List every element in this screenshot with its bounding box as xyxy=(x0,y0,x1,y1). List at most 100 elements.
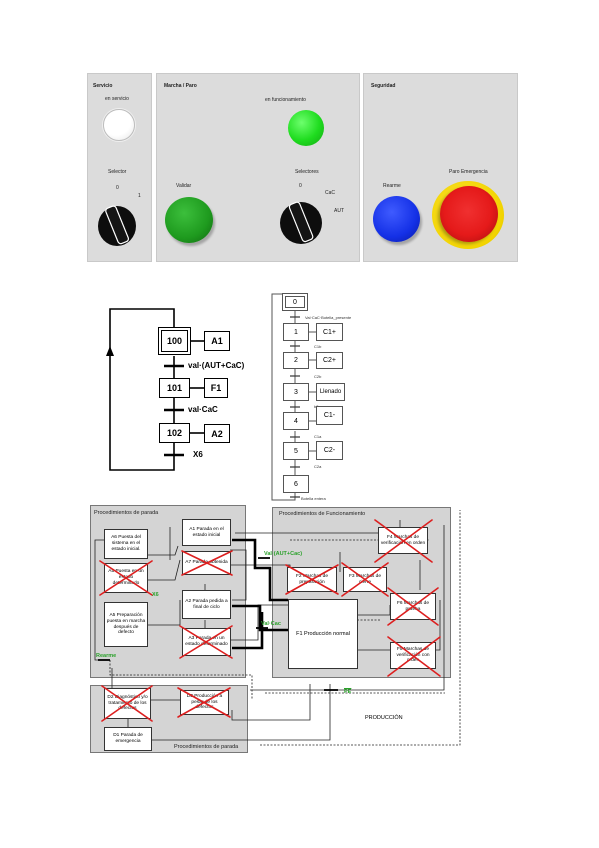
right-step-6-label: 6 xyxy=(294,480,298,488)
gemma-a2-text: A2 Parada pedida a final de ciclo xyxy=(185,598,228,610)
right-step-5-label: 5 xyxy=(294,447,298,455)
gemma-a1-text: A1 Parada en el estado inicial xyxy=(189,526,224,538)
gemma-f4-text: F4 Marchas de verificación en orden xyxy=(380,534,426,546)
grafcet-right-step-3: 3 xyxy=(283,383,309,401)
action-a1-label: A1 xyxy=(211,336,223,346)
right-transition-2: C2b xyxy=(314,374,322,379)
right-action-3-label: Llenado xyxy=(319,389,342,395)
right-action-c1-plus: C1+ xyxy=(316,323,343,341)
condition-pe: PE xyxy=(344,689,352,695)
paro-emergencia-label: Paro Emergencia xyxy=(449,169,488,175)
gemma-a3-text: A3 Parada en un estado determinado xyxy=(185,636,228,647)
right-transition-4: C1a xyxy=(314,434,322,439)
right-action-c2-plus: C2+ xyxy=(316,352,343,369)
right-transition-0: Val·CaC·Botella_presente xyxy=(305,315,352,320)
servicio-title: Servicio xyxy=(93,83,113,89)
zone-funcionamiento-title: Procedimientos de Funcionamiento xyxy=(279,511,366,517)
transition-3-condition: X6 xyxy=(193,450,203,459)
action-a1: A1 xyxy=(204,331,230,351)
selector-pos-1: 1 xyxy=(138,193,141,199)
grafcet-left-lines xyxy=(106,308,204,471)
gemma-a5-text: A5 Preparación puesta en marcha después … xyxy=(106,613,146,636)
gemma-a6-text: A6 Puesta del sistema en el estado inici… xyxy=(111,535,141,552)
validar-label: Validar xyxy=(176,183,192,189)
right-transition-5: C2a xyxy=(314,464,322,469)
grafcet-right-step-6: 6 xyxy=(283,475,309,493)
rearme-button[interactable] xyxy=(373,196,420,242)
transition-1-condition: val·(AUT+CaC) xyxy=(188,361,245,370)
selectores-pos-aut: AUT xyxy=(334,208,344,214)
grafcet-right-step-1: 1 xyxy=(283,323,309,341)
produccion-label: PRODUCCIÓN xyxy=(365,715,403,721)
condition-x6: X6 xyxy=(152,592,159,598)
gemma-box-f2: F2 Marchas de preparación xyxy=(287,567,337,592)
emergency-stop-cap xyxy=(440,186,498,242)
right-step-1-label: 1 xyxy=(294,328,298,336)
right-step-0-label: 0 xyxy=(293,298,297,306)
gemma-box-a2: A2 Parada pedida a final de ciclo xyxy=(182,590,231,619)
grafcet-right-step-5: 5 xyxy=(283,442,309,460)
grafcet-right-step-4: 4 xyxy=(283,412,309,430)
gemma-box-a6: A6 Puesta del sistema en el estado inici… xyxy=(104,529,148,559)
right-action-1-label: C1+ xyxy=(322,328,337,336)
en-servicio-lamp xyxy=(103,109,135,141)
step-101-label: 101 xyxy=(166,383,183,393)
grafcet-right-step-2: 2 xyxy=(283,352,309,369)
en-servicio-label: en servicio xyxy=(105,96,129,102)
condition-val-aut-cac: Val·(AUT+Cac) xyxy=(264,551,303,557)
en-funcionamiento-lamp xyxy=(288,110,324,146)
action-a2: A2 xyxy=(204,424,230,443)
seguridad-panel: Seguridad Rearme Paro Emergencia xyxy=(363,73,518,262)
right-action-5-label: C2- xyxy=(323,447,336,454)
step-100-label: 100 xyxy=(166,336,183,346)
step-102-label: 102 xyxy=(166,428,183,438)
gemma-box-a1: A1 Parada en el estado inicial xyxy=(182,519,231,546)
gemma-box-f1: F1 Producción normal xyxy=(288,599,358,669)
action-a2-label: A2 xyxy=(211,428,223,439)
en-funcionamiento-label: en funcionamiento xyxy=(265,97,306,103)
right-action-c1-minus: C1- xyxy=(316,406,343,425)
gemma-f3-text: F3 Marchas de cierre xyxy=(349,573,381,585)
right-step-2-label: 2 xyxy=(294,357,298,364)
rearme-label: Rearme xyxy=(383,183,401,189)
emergency-stop-button[interactable] xyxy=(432,181,504,249)
selector-label: Selector xyxy=(108,169,127,175)
right-step-4-label: 4 xyxy=(294,417,298,425)
right-action-2-label: C2+ xyxy=(322,357,337,364)
gemma-box-f3: F3 Marchas de cierre xyxy=(343,567,387,592)
gemma-box-a5: A5 Preparación puesta en marcha después … xyxy=(104,602,148,647)
gemma-f2-text: F2 Marchas de preparación xyxy=(296,573,328,585)
grafcet-step-102: 102 xyxy=(159,423,190,443)
grafcet-step-101: 101 xyxy=(159,378,190,398)
right-action-c2-minus: C2- xyxy=(316,441,343,460)
gemma-box-d1: D1 Parada de emergencia xyxy=(104,727,152,751)
seguridad-title: Seguridad xyxy=(371,83,396,89)
right-transition-6: Botella entera xyxy=(301,496,326,501)
marcha-paro-title: Marcha / Paro xyxy=(164,83,197,89)
marcha-paro-panel: Marcha / Paro en funcionamiento Validar … xyxy=(156,73,360,262)
validar-button[interactable] xyxy=(165,197,213,243)
action-f1: F1 xyxy=(204,378,228,398)
mode-selector-switch[interactable] xyxy=(275,189,331,251)
selectores-pos-cac: CaC xyxy=(325,190,336,196)
condition-val-cac: Val·Cac xyxy=(261,621,281,627)
condition-rearme: Rearme xyxy=(96,653,117,659)
grafcet-step-100: 100 xyxy=(158,327,191,355)
right-step-3-label: 3 xyxy=(294,388,298,396)
gemma-f1-text: F1 Producción normal xyxy=(296,630,350,637)
selectores-label: Selectores xyxy=(295,169,319,175)
action-f1-label: F1 xyxy=(210,383,222,393)
selector-pos-0: 0 xyxy=(116,185,119,191)
right-action-4-label: C1- xyxy=(323,412,336,419)
zone-fallo-title: Procedimientos de parada xyxy=(174,744,239,750)
gemma-d1-text: D1 Parada de emergencia xyxy=(113,733,143,744)
zone-parada-title: Procedimientos de parada xyxy=(94,510,159,516)
right-transition-1: C1b xyxy=(314,344,322,349)
service-selector-switch[interactable] xyxy=(94,192,144,252)
gemma-f6-text: F6 Marchas de prueba xyxy=(397,600,429,612)
transition-2-condition: val·CaC xyxy=(188,405,218,414)
right-action-llenado: Llenado xyxy=(316,383,345,401)
grafcet-right-step-0: 0 xyxy=(282,293,308,311)
